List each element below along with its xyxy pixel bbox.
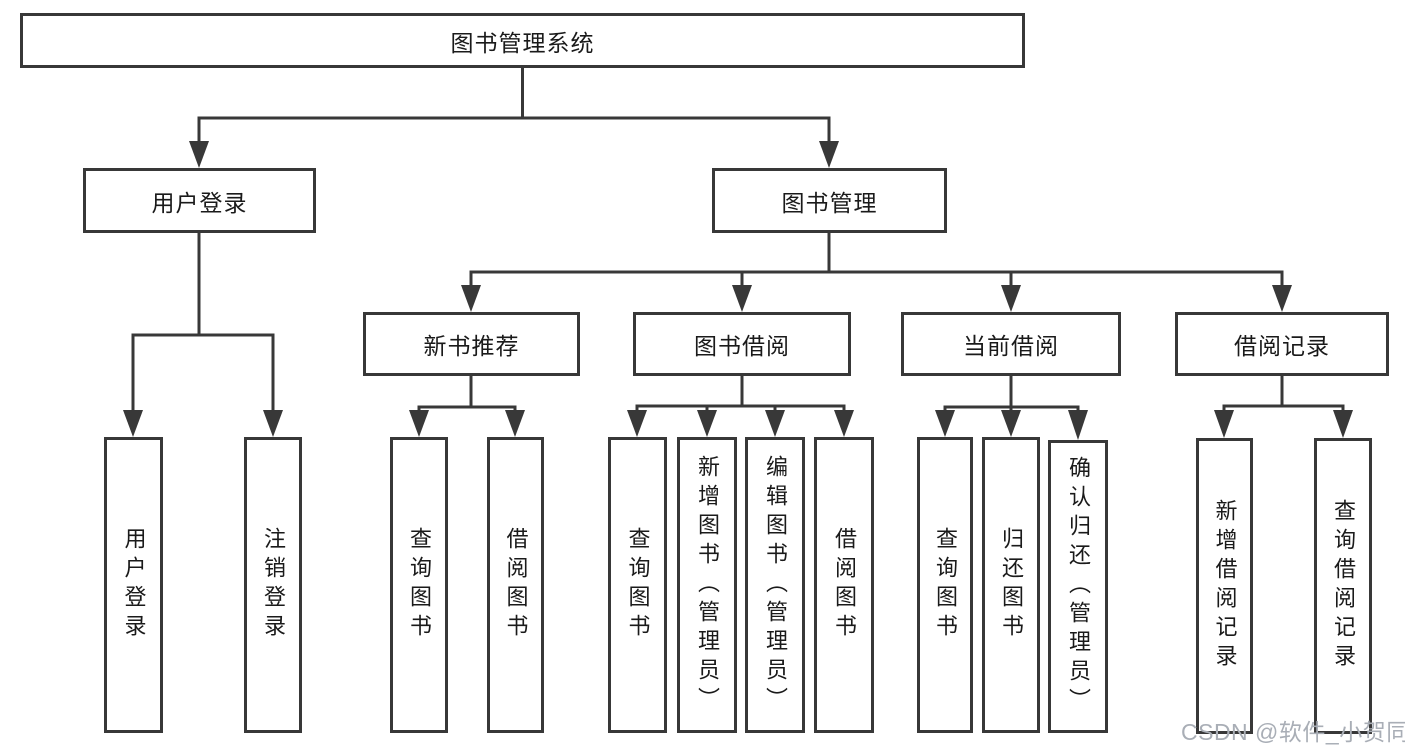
- leaf-edit-books-admin: 编辑图书（管理员）: [745, 437, 805, 733]
- connector-line: [417, 374, 517, 414]
- arrowhead-down: [263, 410, 283, 437]
- connector-book-borrow-to-leaves: [627, 374, 854, 437]
- arrowhead-down: [1272, 285, 1292, 312]
- arrowhead-down: [461, 285, 481, 312]
- arrowhead-down: [1068, 410, 1088, 440]
- arrowhead-down: [765, 410, 785, 437]
- node-new-book-recommend: 新书推荐: [363, 312, 580, 376]
- leaf-query-books-recommend: 查询图书: [390, 437, 448, 733]
- arrowhead-down: [409, 410, 429, 437]
- connector-line: [943, 374, 1080, 414]
- connector-line: [131, 231, 275, 413]
- leaf-return-books: 归还图书: [982, 437, 1040, 733]
- arrowhead-down: [627, 410, 647, 437]
- arrowhead-down: [123, 410, 143, 437]
- leaf-user-login: 用户登录: [104, 437, 163, 733]
- leaf-borrow-books-recommend: 借阅图书: [487, 437, 544, 733]
- leaf-query-books-current: 查询图书: [917, 437, 973, 733]
- connector-borrow-records-to-leaves: [1214, 374, 1353, 438]
- arrowhead-down: [697, 410, 717, 437]
- leaf-confirm-return-admin: 确认归还（管理员）: [1048, 440, 1108, 733]
- arrowhead-down: [505, 410, 525, 437]
- arrowhead-down: [819, 141, 839, 168]
- connector-current-borrow-to-leaves: [935, 374, 1088, 440]
- leaf-add-borrow-record: 新增借阅记录: [1196, 438, 1253, 734]
- arrowhead-down: [1001, 410, 1021, 437]
- leaf-borrow-books: 借阅图书: [814, 437, 874, 733]
- csdn-watermark: CSDN @软件_小贺同学: [1181, 719, 1405, 745]
- node-root-library-management-system: 图书管理系统: [20, 13, 1025, 68]
- connector-user-login-to-leaves: [123, 231, 283, 437]
- leaf-query-borrow-record: 查询借阅记录: [1314, 438, 1372, 734]
- connector-root-to-level2: [189, 66, 839, 168]
- arrowhead-down: [1001, 285, 1021, 312]
- arrowhead-down: [189, 141, 209, 168]
- node-user-login: 用户登录: [83, 168, 316, 233]
- node-current-borrow: 当前借阅: [901, 312, 1121, 376]
- arrowhead-down: [1333, 410, 1353, 438]
- leaf-add-books-admin: 新增图书（管理员）: [677, 437, 737, 733]
- arrowhead-down: [732, 285, 752, 312]
- leaf-logout: 注销登录: [244, 437, 302, 733]
- arrowhead-down: [1214, 410, 1234, 438]
- node-borrow-records: 借阅记录: [1175, 312, 1389, 376]
- connector-book-management-to-level3: [461, 231, 1292, 312]
- arrowhead-down: [935, 410, 955, 437]
- node-book-borrow: 图书借阅: [633, 312, 851, 376]
- connector-line: [197, 66, 831, 144]
- connector-new-book-to-leaves: [409, 374, 525, 437]
- leaf-query-books-borrow: 查询图书: [608, 437, 667, 733]
- connector-line: [469, 231, 1284, 288]
- connector-line: [635, 374, 846, 414]
- node-book-management: 图书管理: [712, 168, 947, 233]
- arrowhead-down: [834, 410, 854, 437]
- connector-line: [1222, 374, 1345, 414]
